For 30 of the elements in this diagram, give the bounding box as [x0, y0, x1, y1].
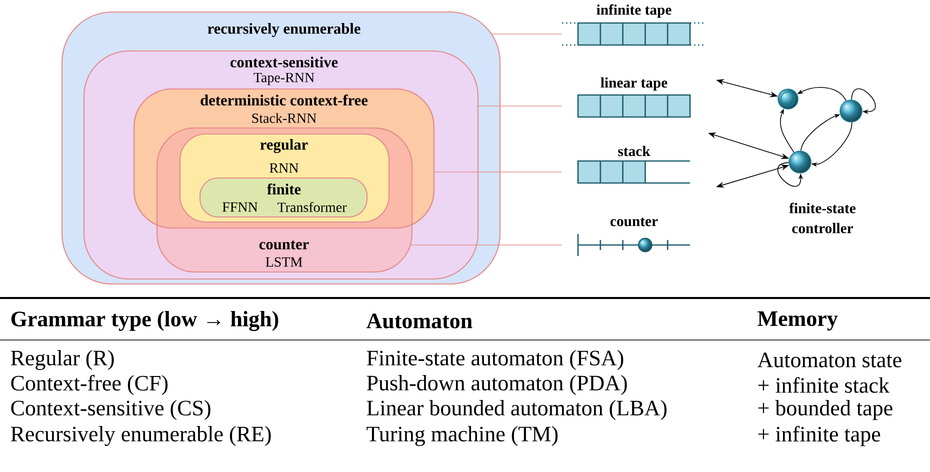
state-circle — [778, 88, 798, 110]
memory-drawing: infinite tape — [562, 4, 706, 46]
memory-drawing: counter — [577, 218, 690, 256]
table-cell: + bounded tape — [758, 400, 892, 420]
node-label: stack — [618, 146, 650, 156]
table-cell: Context-free (CF) — [11, 374, 168, 396]
memory-drawing: linear tape — [577, 77, 691, 118]
node-label: infinite tape — [596, 4, 672, 18]
table-header: Automaton — [366, 314, 472, 328]
table-cell: Finite-state automaton (FSA) — [366, 350, 624, 370]
table-header: Grammar type (low → high) — [11, 310, 278, 332]
table-cell: Context-sensitive (CS) — [11, 400, 210, 420]
table-cell: Regular (R) — [10, 350, 114, 370]
nested-region: finite FFNN Transformer — [199, 177, 368, 218]
state-circle — [840, 100, 862, 122]
table-cell: Recursively enumerable (RE) — [10, 426, 271, 446]
table-cell: + infinite tape — [758, 426, 880, 446]
table-cell: Linear bounded automaton (LBA) — [366, 400, 667, 420]
table-cell: Turing machine (TM) — [366, 426, 558, 446]
memory-drawing: stack — [577, 146, 690, 184]
table-cell: Automaton state — [757, 352, 902, 368]
self-loop — [851, 88, 876, 114]
connector-line — [410, 244, 562, 246]
node-label: counter — [610, 218, 658, 226]
controller-label: finite-state controller — [789, 202, 856, 234]
state-circle — [788, 150, 812, 174]
node-label: linear tape — [600, 77, 668, 91]
table-header: Memory — [758, 311, 838, 331]
table-cell: + infinite stack — [758, 377, 890, 393]
table-cell: Push-down automaton (PDA) — [366, 375, 627, 395]
